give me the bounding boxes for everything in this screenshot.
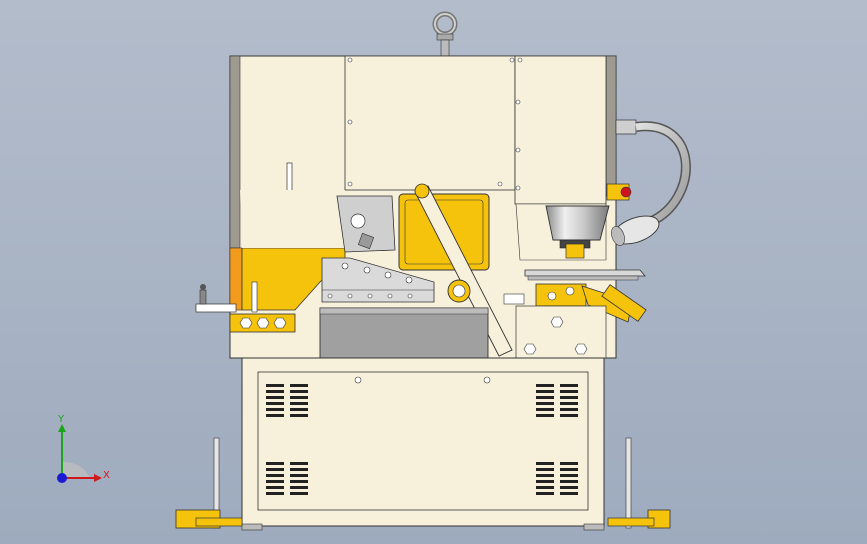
vent-slots: [266, 384, 578, 495]
left-shear-section: [195, 247, 346, 333]
x-axis-label: X: [103, 470, 110, 481]
cutting-window: [240, 183, 513, 364]
leveling-feet: [175, 437, 671, 529]
punch-station: [503, 183, 647, 359]
axis-triad: [57, 424, 102, 483]
lower-cabinet: [241, 357, 605, 531]
work-lamp: [611, 119, 691, 246]
y-axis-label: Y: [58, 414, 65, 425]
lifting-eye-bolt: [432, 11, 458, 57]
